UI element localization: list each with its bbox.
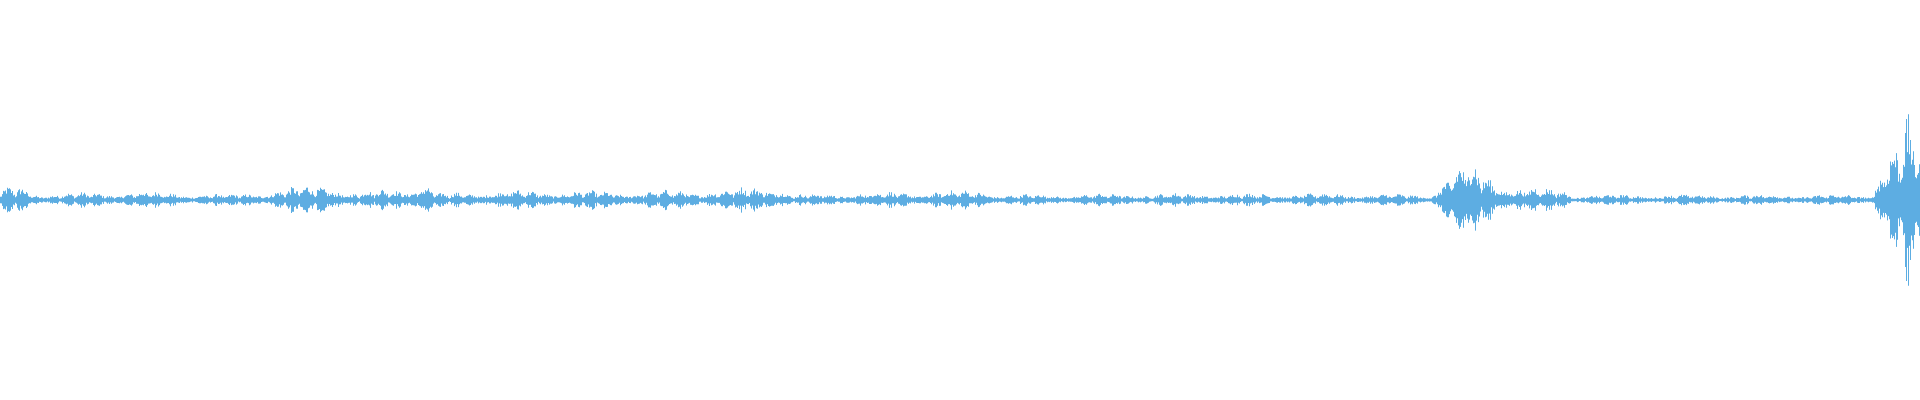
waveform-path (0, 114, 1920, 286)
